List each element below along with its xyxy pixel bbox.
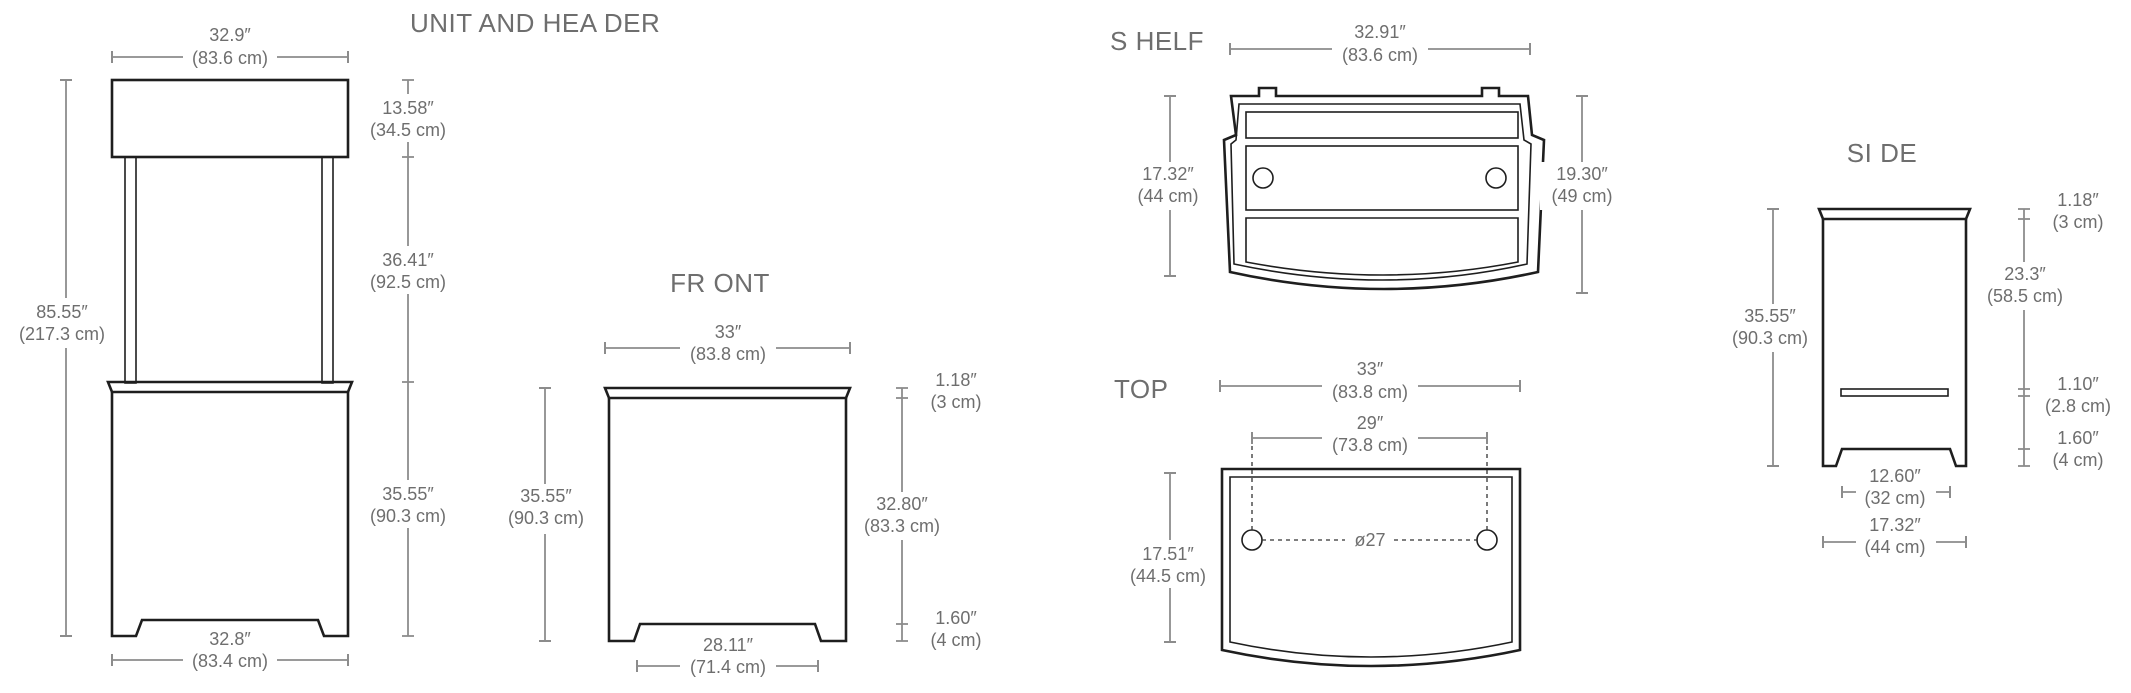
- dim-label: (32 cm): [1864, 488, 1925, 508]
- dim-label: 1.60″: [2057, 428, 2099, 448]
- dim-label: 32.91″: [1354, 22, 1406, 42]
- side-top: [1817, 207, 1972, 221]
- dim-label: (3 cm): [2053, 212, 2104, 232]
- front-top: [603, 386, 852, 400]
- cabinet-body: [110, 392, 350, 638]
- dim-label: (90.3 cm): [1732, 328, 1808, 348]
- shelf-title: S HELF: [1110, 26, 1204, 56]
- dim-label: 17.32″: [1142, 164, 1194, 184]
- dim-label: 28.11″: [703, 635, 754, 655]
- shelf-slot-middle: [1245, 145, 1519, 211]
- top-hole-left: [1241, 529, 1263, 551]
- side-title: SI DE: [1847, 138, 1917, 168]
- shelf-slot-top: [1245, 111, 1519, 139]
- dim-label: (83.8 cm): [1332, 382, 1408, 402]
- shelf-hole-left: [1252, 167, 1274, 189]
- dim-label: (58.5 cm): [1987, 286, 2063, 306]
- shelf-hole-right: [1485, 167, 1507, 189]
- dim-label: 33″: [1357, 359, 1384, 379]
- unit-and-header-view: UNIT AND HEA DER 32.9″ (83.6 cm) 85.55″ …: [10, 8, 660, 674]
- dim-label: 1.10″: [2057, 374, 2099, 394]
- shelf-slot-bottom: [1245, 217, 1519, 276]
- dim-label: 35.55″: [1744, 306, 1796, 326]
- dim-label: (83.6 cm): [1342, 45, 1418, 65]
- dim-label: (90.3 cm): [370, 506, 446, 526]
- cabinet-top: [106, 380, 354, 394]
- dim-label: 1.18″: [2057, 190, 2099, 210]
- dim-label: 17.32″: [1869, 515, 1921, 535]
- dim-label: 32.80″: [876, 494, 928, 514]
- top-inner-outline: [1229, 476, 1513, 658]
- dim-label: 23.3″: [2004, 264, 2046, 284]
- shelf-outline: [1222, 86, 1546, 291]
- dim-label: 13.58″: [382, 98, 434, 118]
- dim-label: 35.55″: [382, 484, 434, 504]
- top-view: TOP ø27 33″ (83.8 cm) 29″ (73.8 cm) 17.5…: [1114, 359, 1522, 668]
- dim-label: 29″: [1357, 413, 1384, 433]
- side-shelf: [1840, 388, 1949, 397]
- top-outline: [1220, 467, 1522, 668]
- left-post: [124, 156, 137, 384]
- dim-label: (44 cm): [1864, 537, 1925, 557]
- dim-label: 19.30″: [1556, 164, 1608, 184]
- dim-label: (83.8 cm): [690, 344, 766, 364]
- dim-label: 1.60″: [935, 608, 977, 628]
- dim-label: (83.3 cm): [864, 516, 940, 536]
- dim-label: (92.5 cm): [370, 272, 446, 292]
- dim-label: (4 cm): [931, 630, 982, 650]
- side-body: [1821, 219, 1968, 468]
- front-title: FR ONT: [670, 268, 770, 298]
- dim-label: (83.4 cm): [192, 651, 268, 671]
- dim-label: 32.9″: [209, 25, 251, 45]
- dim-label: 33″: [715, 322, 742, 342]
- front-view: FR ONT 33″ (83.8 cm) 35.55″ (90.3 cm) 1.…: [500, 268, 982, 680]
- unit-and-header-title: UNIT AND HEA DER: [410, 8, 660, 38]
- dim-label: (83.6 cm): [192, 48, 268, 68]
- dim-label: (4 cm): [2053, 450, 2104, 470]
- shelf-view: S HELF 32.91″ (83.6 cm) 17.32″ (44 cm) 1…: [1110, 22, 1624, 294]
- dim-label: (49 cm): [1551, 186, 1612, 206]
- dim-label: 17.51″: [1142, 544, 1194, 564]
- dim-label: 12.60″: [1869, 466, 1921, 486]
- dim-label: (71.4 cm): [690, 657, 766, 677]
- dim-label: 1.18″: [935, 370, 977, 390]
- dim-label: 36.41″: [382, 250, 434, 270]
- dim-label: (90.3 cm): [508, 508, 584, 528]
- dim-label: 35.55″: [520, 486, 572, 506]
- dim-label: (44.5 cm): [1130, 566, 1206, 586]
- dim-label: (44 cm): [1137, 186, 1198, 206]
- dim-label: (3 cm): [931, 392, 982, 412]
- front-body: [607, 398, 848, 643]
- dim-label: (217.3 cm): [19, 324, 105, 344]
- dim-label: 85.55″: [36, 302, 88, 322]
- header-panel: [110, 78, 350, 159]
- dim-label: 32.8″: [209, 629, 251, 649]
- top-title: TOP: [1114, 374, 1168, 404]
- dim-label: (34.5 cm): [370, 120, 446, 140]
- shelf-inner-outline: [1230, 103, 1532, 281]
- hole-diameter-label: ø27: [1354, 530, 1385, 550]
- dim-label: (73.8 cm): [1332, 435, 1408, 455]
- right-post: [321, 156, 334, 384]
- side-view: SI DE 35.55″ (90.3 cm) 1.18″ (3 cm) 23.3…: [1728, 138, 2111, 557]
- dim-label: (2.8 cm): [2045, 396, 2111, 416]
- top-hole-right: [1476, 529, 1498, 551]
